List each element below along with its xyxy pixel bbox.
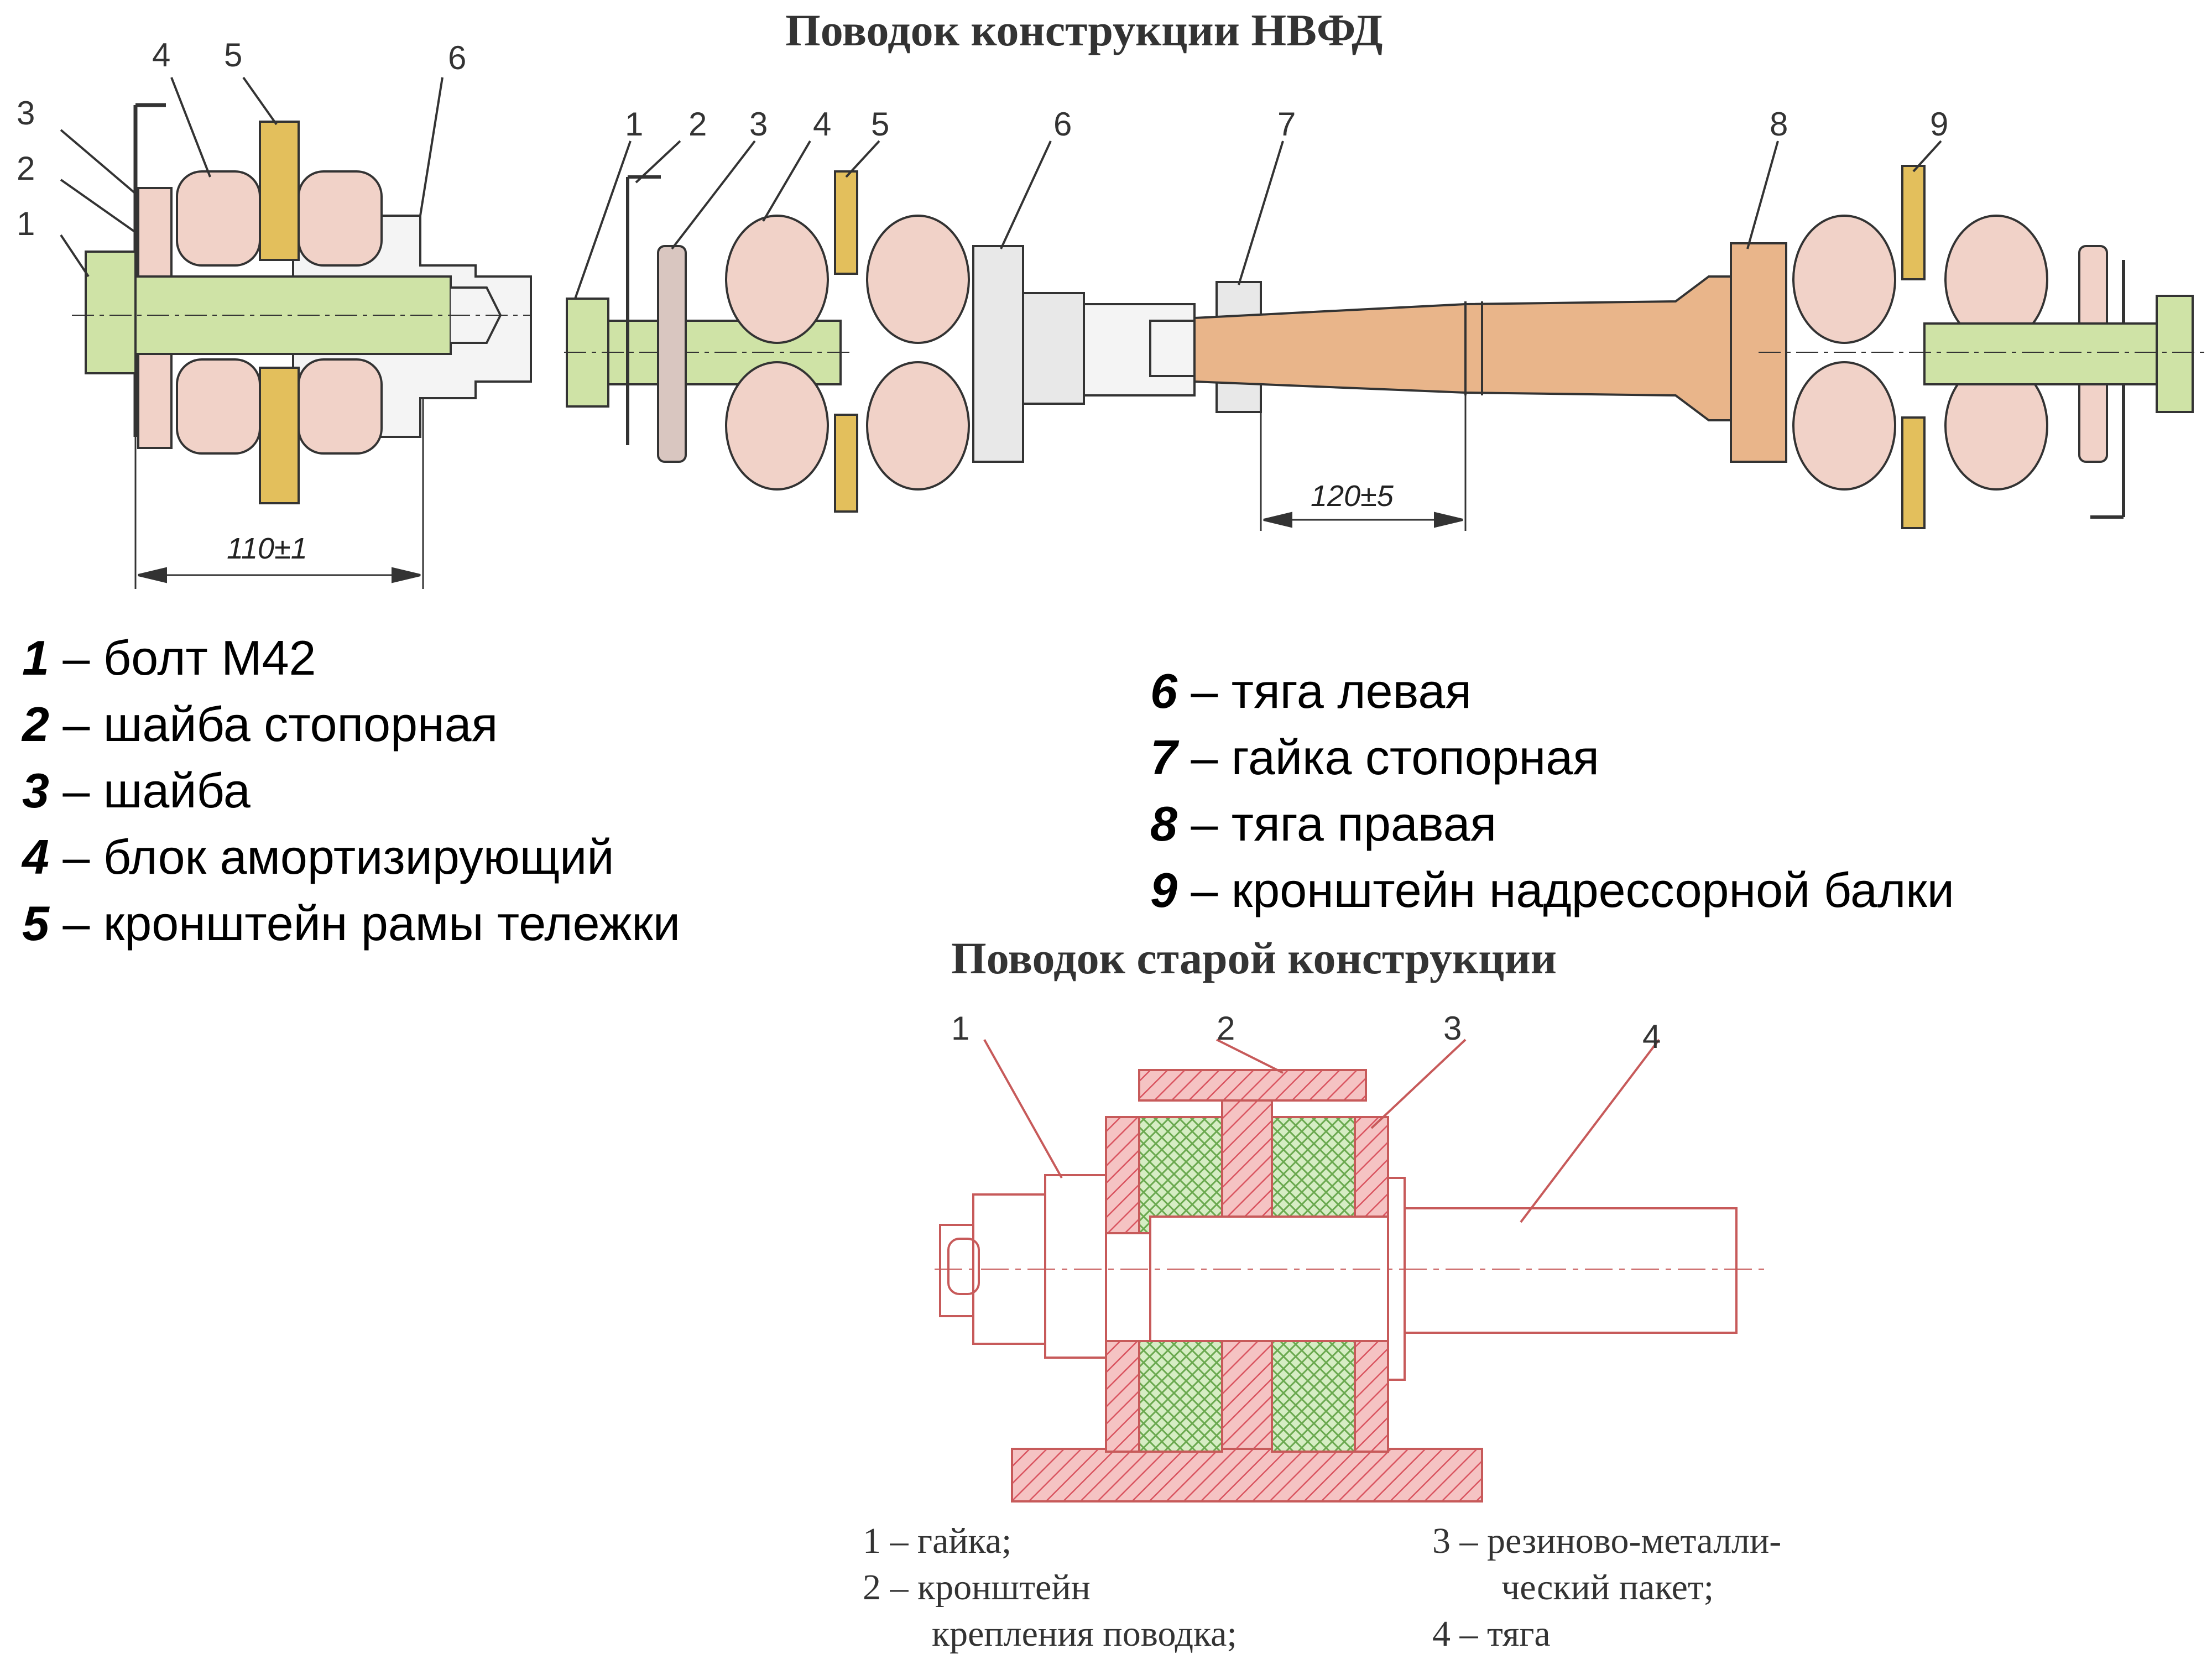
tag-left-6: 6 <box>448 39 466 76</box>
tag-old-4: 4 <box>1642 1018 1661 1055</box>
old-legend-2: 2 – кронштейн <box>863 1567 1091 1608</box>
old-legend-3b: ческий пакет; <box>1501 1567 1714 1608</box>
tag-left-2: 2 <box>17 150 35 187</box>
legend-left: 1 – болт М42 2 – шайба стопорная 3 – шай… <box>22 625 680 957</box>
left-section-view <box>60 76 532 589</box>
legend-item-2: 2 – шайба стопорная <box>22 697 498 752</box>
old-legend-4: 4 – тяга <box>1432 1614 1551 1654</box>
tag-left-5: 5 <box>224 36 242 74</box>
tag-rod-5: 5 <box>871 106 889 143</box>
tag-left-3: 3 <box>17 95 35 132</box>
legend-item-6: 6 – тяга левая <box>1150 664 1472 718</box>
legend-item-1: 1 – болт М42 <box>22 630 316 685</box>
legend-item-8: 8 – тяга правая <box>1150 796 1497 851</box>
tag-rod-3: 3 <box>749 106 768 143</box>
old-legend-col2: 3 – резиново-металли- ческий пакет; 4 – … <box>1432 1518 1781 1657</box>
left-section-tags: 3 2 1 4 5 6 110±1 <box>17 36 466 565</box>
dimension-110: 110±1 <box>227 532 307 565</box>
tag-rod-4: 4 <box>813 106 831 143</box>
legend-right: 6 – тяга левая 7 – гайка стопорная 8 – т… <box>1150 658 1954 924</box>
dimension-120: 120±5 <box>1311 479 1394 513</box>
legend-item-4: 4 – блок амортизирующий <box>22 830 614 884</box>
legend-item-7: 7 – гайка стопорная <box>1150 730 1599 785</box>
tag-old-2: 2 <box>1217 1010 1235 1047</box>
legend-item-3: 3 – шайба <box>22 763 251 818</box>
old-legend-3: 3 – резиново-металли- <box>1432 1521 1782 1561</box>
old-legend-col1: 1 – гайка; 2 – кронштейн крепления повод… <box>863 1518 1237 1657</box>
tag-old-1: 1 <box>951 1010 969 1047</box>
tag-rod-9: 9 <box>1930 106 1948 143</box>
tag-rod-2: 2 <box>688 106 707 143</box>
rod-assembly-tags: 1 2 3 4 5 6 7 8 9 120±5 <box>625 106 1948 513</box>
legend-item-9: 9 – кронштейн надрессорной балки <box>1150 863 1954 917</box>
tag-old-3: 3 <box>1443 1010 1462 1047</box>
old-construction-tags: 1 2 3 4 <box>951 1010 1661 1055</box>
old-construction-view <box>935 1039 1764 1503</box>
tag-left-4: 4 <box>152 36 170 74</box>
old-title: Поводок старой конструкции <box>951 933 1557 983</box>
nvfd-title: Поводок конструкции НВФД <box>785 5 1383 55</box>
rod-assembly-view <box>564 140 2206 531</box>
old-legend-1: 1 – гайка; <box>863 1521 1012 1561</box>
tag-rod-6: 6 <box>1053 106 1072 143</box>
old-legend-2b: крепления поводка; <box>932 1614 1237 1654</box>
tag-left-1: 1 <box>17 205 35 242</box>
tag-rod-8: 8 <box>1770 106 1788 143</box>
tag-rod-7: 7 <box>1277 106 1296 143</box>
legend-item-5: 5 – кронштейн рамы тележки <box>22 896 681 951</box>
tag-rod-1: 1 <box>625 106 643 143</box>
